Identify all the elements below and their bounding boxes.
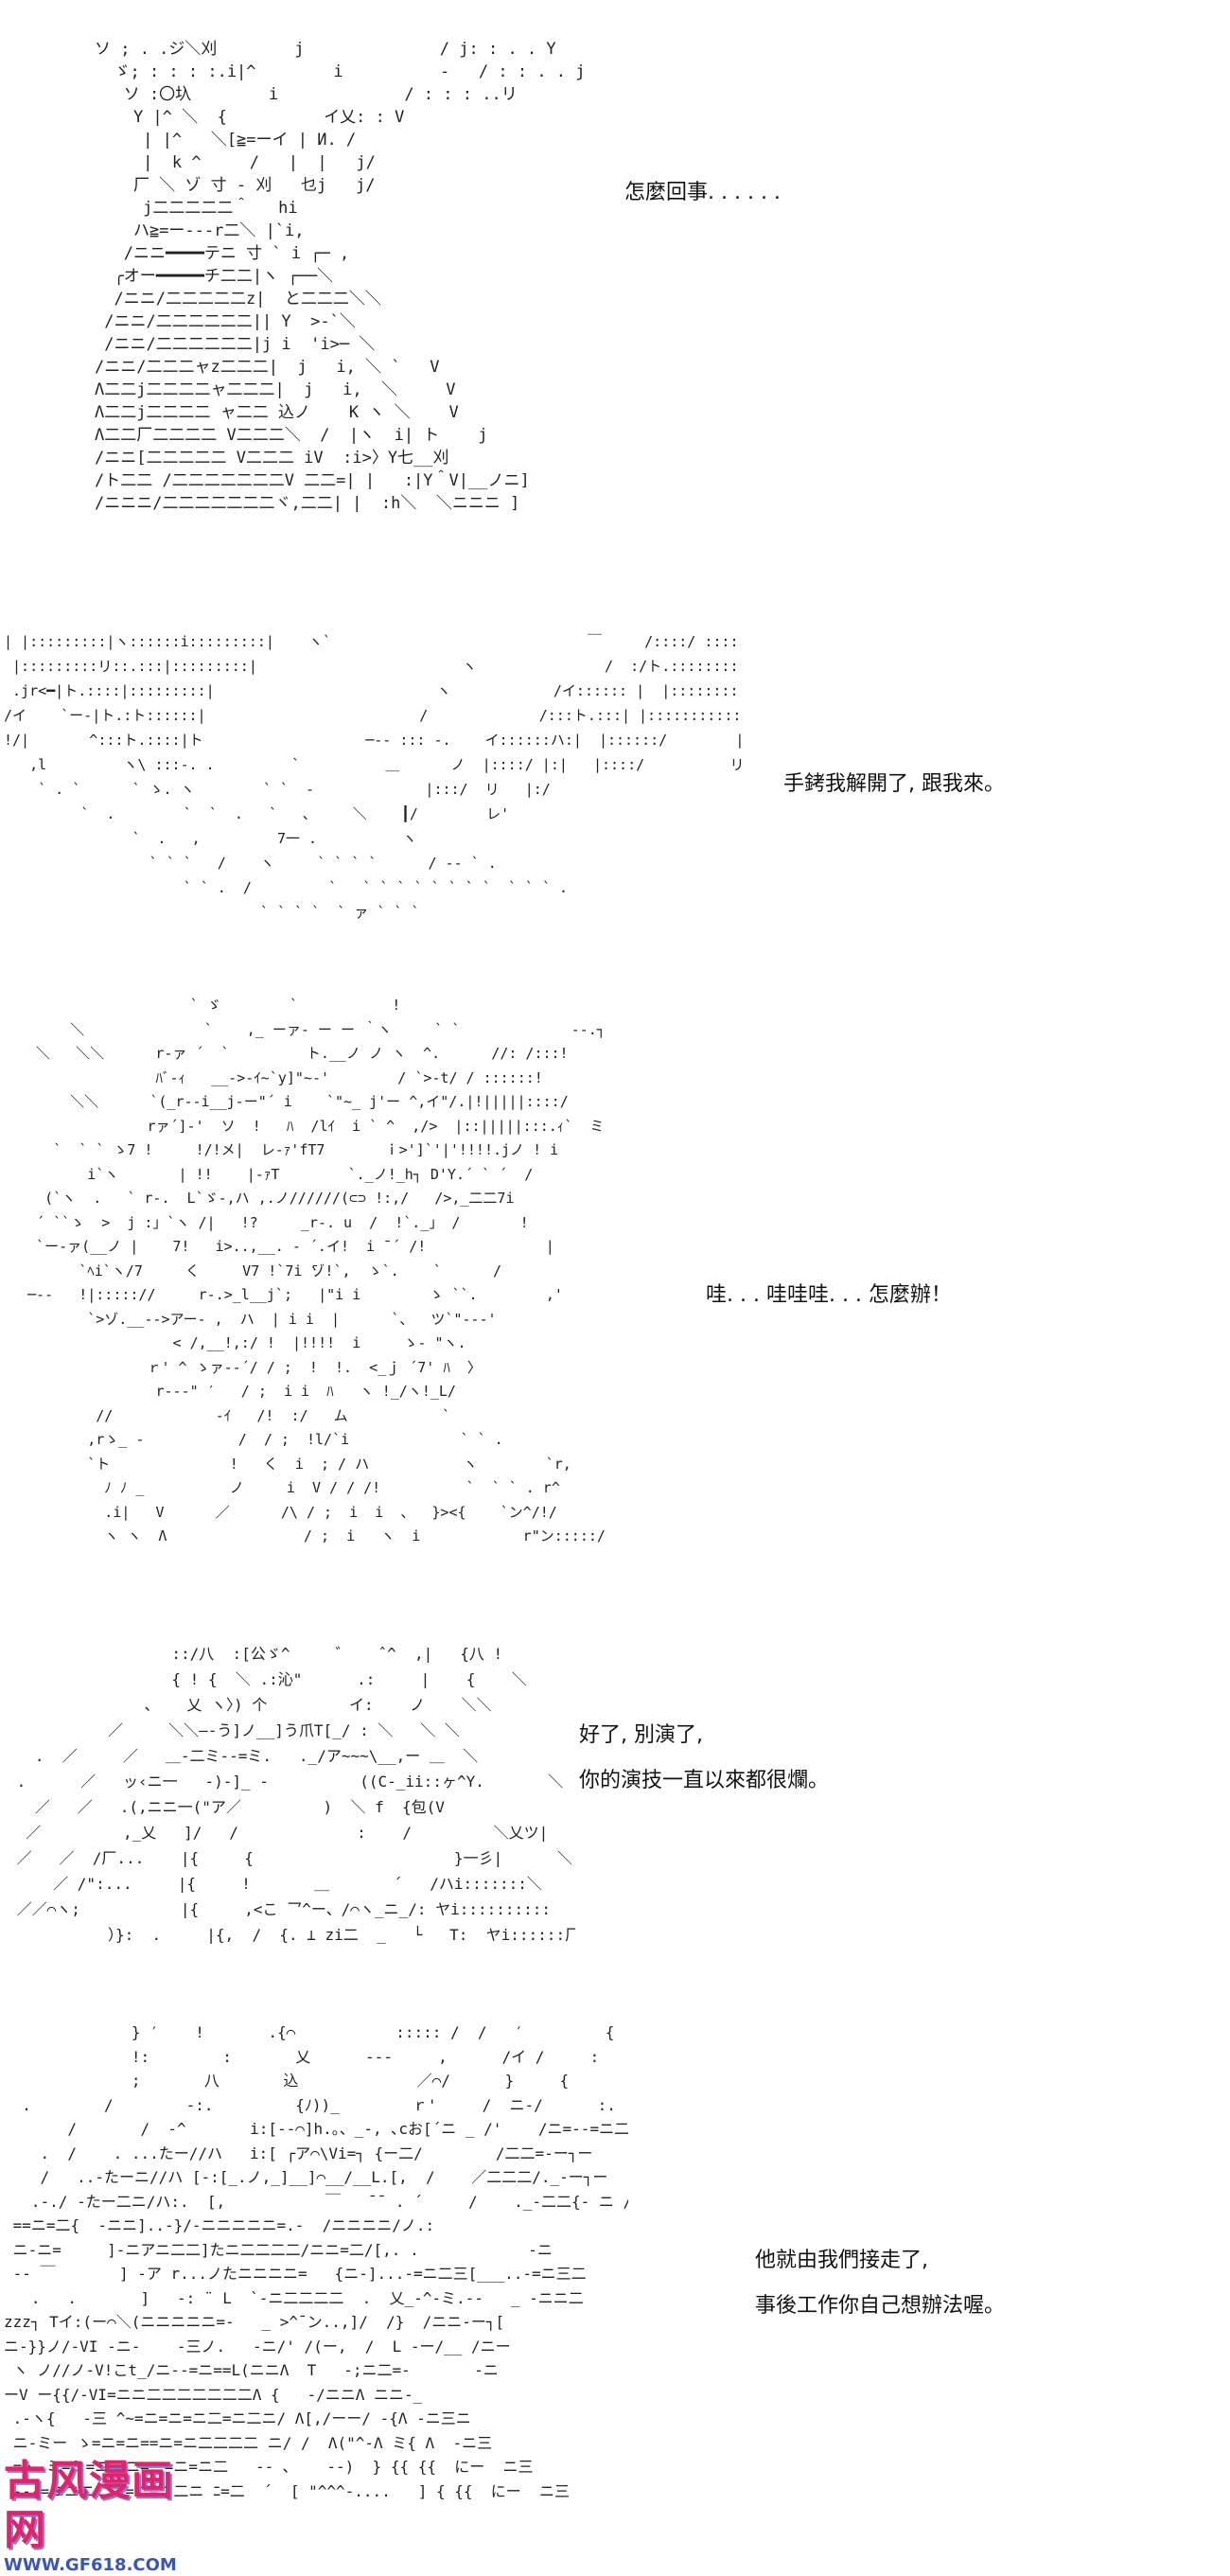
dialog-text: 好了, 別演了, 你的演技一直以來都很爛。 [579, 1713, 829, 1804]
ascii-art: } ′ ! .{⌒ ::::: / / ′ { !: : 乂 ‐‐‐ , /イ … [4, 2023, 628, 2500]
watermark-title: 古风漫画网 [4, 2457, 174, 2554]
dialog-line: 他就由我們接走了, [755, 2249, 928, 2272]
dialog-line: 好了, 別演了, [579, 1723, 703, 1747]
dialog-line: 你的演技一直以來都很爛。 [579, 1769, 830, 1792]
ascii-art: ::/八 :[公ゞ^ ゛ ˆ^ ,| {八 ! { ! { ＼ .:沁" .: … [16, 1645, 575, 1944]
dialog-text: 怎麼回事. . . . . . [624, 170, 781, 216]
panel-1: ソ ; . .ジ＼刈 j / j: : . . Y ゞ; : : : :.i|^… [0, 28, 1230, 577]
watermark-url: WWW.GF618.COM [4, 2555, 177, 2575]
panel-2: | |:::::::::|ヽ::::::i:::::::::| ヽ` ￣ /::… [0, 620, 1230, 961]
site-watermark: 古风漫画网 WWW.GF618.COM [4, 2457, 212, 2575]
panel-5: } ′ ! .{⌒ ::::: / / ′ { !: : 乂 ‐‐‐ , /イ … [0, 2011, 1230, 2522]
dialog-line: 事後工作你自己想辦法喔。 [755, 2294, 1006, 2318]
panel-3: ` ゞ ` ! ＼ ` ,_ ーァ‐ ー ー ｀ヽ ` ` ‐‐.┐ ＼ ＼＼ … [0, 984, 1230, 1590]
dialog-line: 手銬我解開了, 跟我來。 [783, 772, 1005, 796]
dialog-text: 他就由我們接走了, 事後工作你自己想辦法喔。 [755, 2238, 1005, 2329]
ascii-art: ` ゞ ` ! ＼ ` ,_ ーァ‐ ー ー ｀ヽ ` ` ‐‐.┐ ＼ ＼＼ … [27, 997, 606, 1544]
dialog-line: 怎麼回事. . . . . . [624, 181, 781, 204]
ascii-art: | |:::::::::|ヽ::::::i:::::::::| ヽ` ￣ /::… [4, 633, 742, 921]
dialog-text: 哇. . . 哇哇哇. . . 怎麼辦！ [706, 1273, 952, 1318]
dialog-text: 手銬我解開了, 跟我來。 [783, 762, 1005, 807]
dialog-line: 哇. . . 哇哇哇. . . 怎麼辦！ [706, 1283, 952, 1307]
panel-4: ::/八 :[公ゞ^ ゛ ˆ^ ,| {八 ! { ! { ＼ .:沁" .: … [0, 1628, 1230, 1987]
ascii-art: ソ ; . .ジ＼刈 j / j: : . . Y ゞ; : : : :.i|^… [95, 40, 586, 513]
